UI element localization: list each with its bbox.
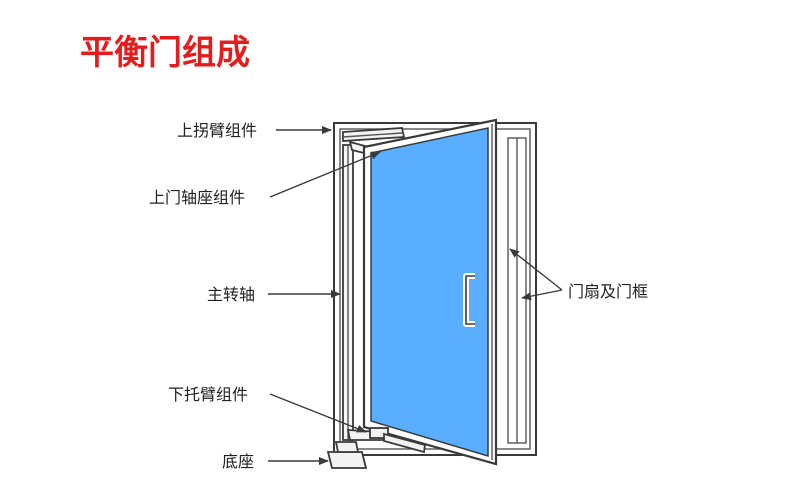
door-frame [333, 122, 537, 456]
label-base: 底座 [222, 452, 254, 471]
door-handle [463, 273, 475, 327]
diagram-title: 平衡门组成 [80, 33, 250, 73]
lower-arm-assembly [346, 427, 427, 454]
label-upper-pivot: 上门轴座组件 [149, 188, 245, 207]
label-upper-arm: 上拐臂组件 [177, 121, 257, 140]
door-leaf [362, 118, 498, 466]
label-leaf-frame: 门扇及门框 [568, 282, 648, 301]
leader-lines [268, 126, 563, 465]
main-shaft [342, 144, 354, 441]
label-lower-arm: 下托臂组件 [168, 385, 248, 404]
base-plate [326, 441, 368, 469]
label-main-shaft: 主转轴 [207, 285, 255, 304]
